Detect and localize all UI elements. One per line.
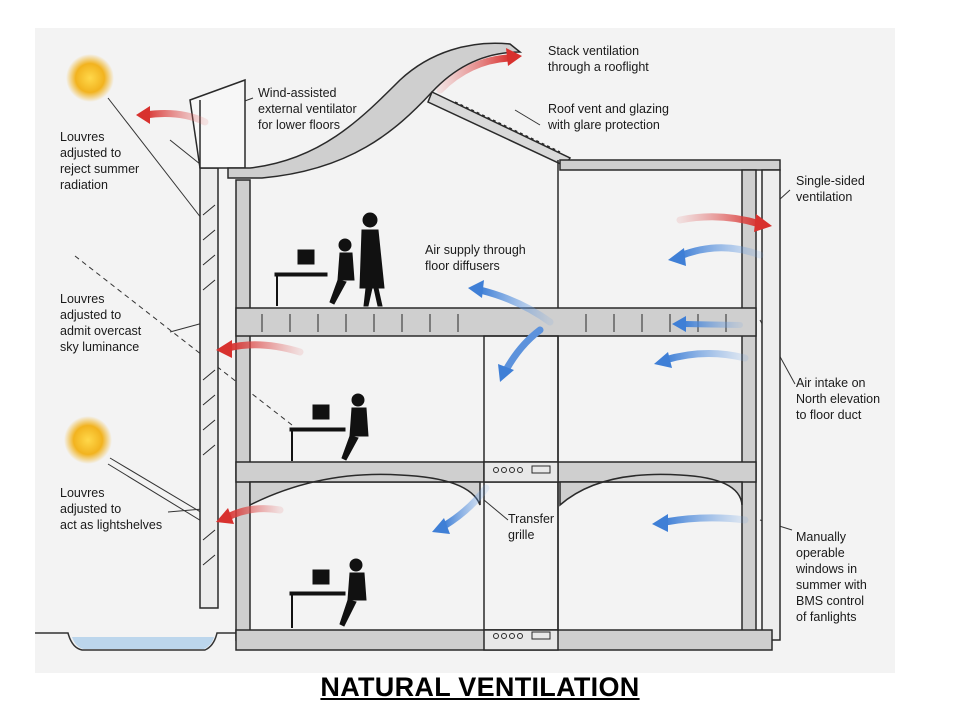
- cool-air-arrow: [681, 321, 743, 328]
- cool-air-arrow: [661, 514, 749, 526]
- cool-air-arrow: [440, 484, 490, 530]
- arrowhead-icon: [754, 214, 772, 232]
- building-structure: [189, 42, 781, 651]
- arrowhead-icon: [672, 316, 686, 332]
- floor-joists: [261, 314, 727, 332]
- warm-air-arrow: [436, 54, 514, 94]
- label-stack-ventilation: Stack ventilation through a rooflight: [548, 44, 649, 74]
- arrowhead-icon: [216, 340, 232, 358]
- label-air-supply: Air supply through floor diffusers: [425, 243, 529, 273]
- transfer-grille-details: [493, 465, 551, 640]
- label-transfer-grille: Transfer grille: [508, 512, 558, 542]
- arrowhead-icon: [654, 352, 672, 368]
- pond: [35, 632, 238, 651]
- page-title: NATURAL VENTILATION: [320, 672, 640, 702]
- cool-air-arrow: [502, 326, 544, 374]
- cool-air-arrow: [476, 286, 554, 326]
- arrowhead-icon: [652, 514, 668, 532]
- cool-air-arrow: [676, 244, 764, 260]
- office-workers: [274, 212, 385, 628]
- label-wind-assisted: Wind-assisted external ventilator for lo…: [258, 86, 360, 132]
- label-roof-vent: Roof vent and glazing with glare protect…: [547, 102, 672, 132]
- arrowhead-icon: [668, 248, 686, 266]
- sun-icon: [64, 416, 112, 464]
- label-manual-windows: Manually operable windows in summer with…: [795, 530, 870, 624]
- warm-air-arrow: [224, 341, 304, 356]
- annotation-labels: Stack ventilation through a rooflight Ro…: [60, 44, 884, 624]
- label-air-intake: Air intake on North elevation to floor d…: [796, 376, 884, 422]
- arrowhead-icon: [506, 48, 522, 66]
- arrowhead-icon: [468, 280, 484, 298]
- arrowhead-icon: [136, 106, 150, 124]
- louvres: [202, 204, 216, 566]
- sun-icon: [66, 54, 114, 102]
- arrowhead-icon: [498, 364, 514, 382]
- label-single-sided: Single-sided ventilation: [796, 174, 868, 204]
- label-louvres-overcast: Louvres adjusted to admit overcast sky l…: [60, 292, 145, 354]
- cool-air-arrow: [661, 350, 749, 364]
- arrowhead-icon: [216, 508, 234, 524]
- warm-air-arrow: [141, 110, 209, 126]
- label-louvres-summer: Louvres adjusted to reject summer radiat…: [60, 130, 143, 192]
- airflow-arrows: [136, 48, 772, 534]
- warm-air-arrow: [676, 213, 764, 228]
- label-louvres-lightshelves: Louvres adjusted to act as lightshelves: [60, 486, 162, 532]
- arrowhead-icon: [432, 518, 450, 534]
